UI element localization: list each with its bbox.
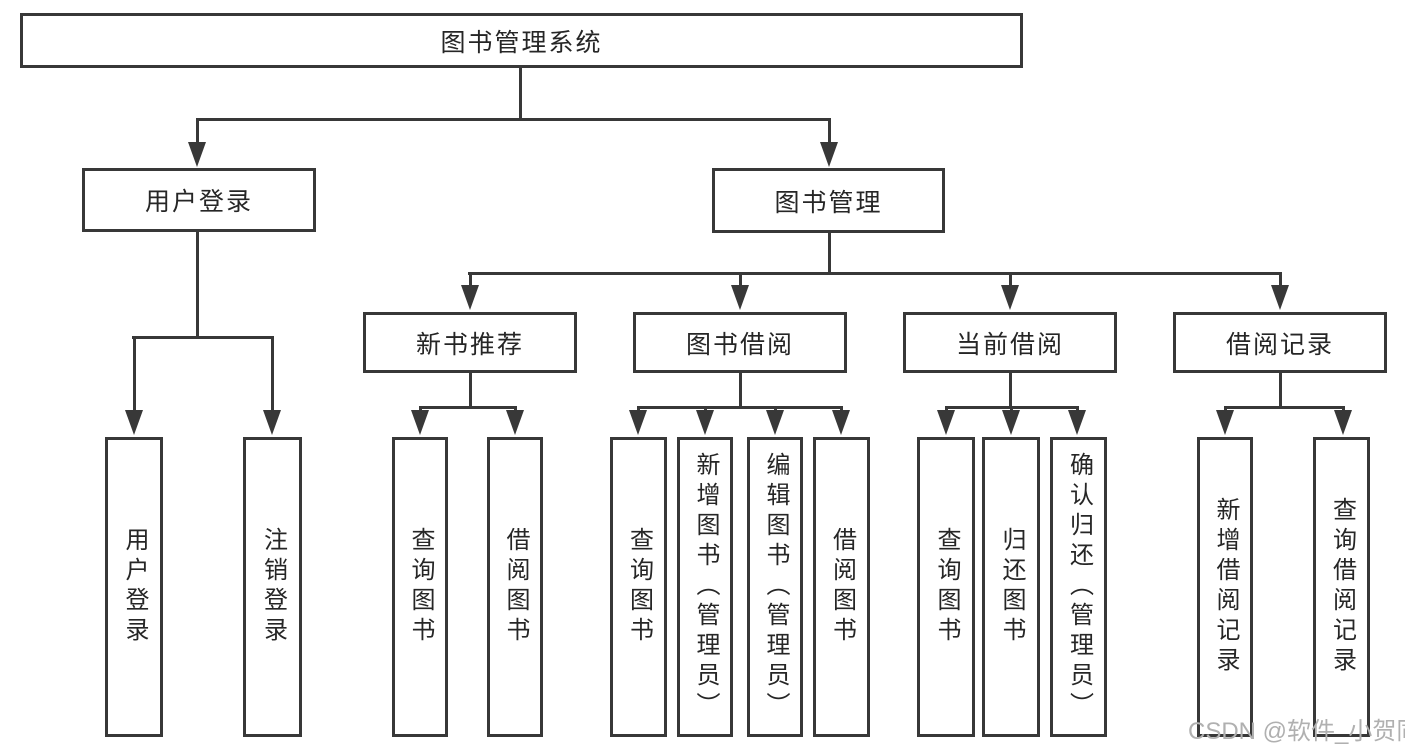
connector-drop-current-borrowing bbox=[1009, 272, 1012, 290]
node-user-login-leaf: 用户登录 bbox=[105, 437, 163, 737]
node-query-books-1: 查询图书 bbox=[392, 437, 448, 737]
node-user-login-group: 用户登录 bbox=[82, 168, 316, 232]
connector-book-borrowing-rail bbox=[637, 406, 842, 409]
node-user-login-group-label: 用户登录 bbox=[144, 188, 253, 216]
node-add-borrow-record-label: 新增借阅记录 bbox=[1212, 497, 1239, 677]
arrowhead-borrowing-records bbox=[1271, 285, 1289, 310]
node-new-book-recommend: 新书推荐 bbox=[363, 312, 577, 373]
arrowhead-return-books bbox=[1002, 410, 1020, 435]
node-borrow-books-1: 借阅图书 bbox=[487, 437, 543, 737]
arrowhead-user-login-leaf bbox=[125, 410, 143, 435]
arrowhead-query-books-3 bbox=[937, 410, 955, 435]
node-confirm-return-admin: 确认归还（管理员） bbox=[1050, 437, 1107, 737]
watermark: CSDN @软件_小贺同学 bbox=[1188, 718, 1405, 745]
node-library-system-label: 图书管理系统 bbox=[440, 28, 603, 57]
node-book-borrowing: 图书借阅 bbox=[633, 312, 847, 373]
connector-root-stem bbox=[519, 67, 522, 121]
node-add-books-admin: 新增图书（管理员） bbox=[677, 437, 733, 737]
connector-drop-book-borrowing bbox=[739, 272, 742, 290]
node-logout: 注销登录 bbox=[243, 437, 302, 737]
node-borrow-books-2: 借阅图书 bbox=[813, 437, 870, 737]
arrowhead-borrow-books-2 bbox=[832, 410, 850, 435]
arrowhead-query-books-1 bbox=[411, 410, 429, 435]
node-query-books-2: 查询图书 bbox=[610, 437, 667, 737]
node-return-books-label: 归还图书 bbox=[998, 527, 1025, 647]
node-return-books: 归还图书 bbox=[982, 437, 1040, 737]
node-book-management: 图书管理 bbox=[712, 168, 945, 233]
arrowhead-query-books-2 bbox=[629, 410, 647, 435]
connector-drop-new-book-recommend bbox=[469, 272, 472, 290]
node-current-borrowing-label: 当前借阅 bbox=[955, 330, 1064, 359]
node-edit-books-admin: 编辑图书（管理员） bbox=[747, 437, 803, 737]
arrowhead-query-borrow-record bbox=[1334, 410, 1352, 435]
arrowhead-current-borrowing bbox=[1001, 285, 1019, 310]
node-borrowing-records: 借阅记录 bbox=[1173, 312, 1387, 373]
node-borrowing-records-label: 借阅记录 bbox=[1225, 330, 1334, 359]
node-query-books-3-label: 查询图书 bbox=[933, 527, 960, 647]
node-book-borrowing-label: 图书借阅 bbox=[685, 330, 794, 359]
node-edit-books-admin-label: 编辑图书（管理员） bbox=[762, 452, 789, 722]
connector-book-management-stem bbox=[828, 233, 831, 275]
node-borrow-books-2-label: 借阅图书 bbox=[828, 527, 856, 647]
arrowhead-borrow-books-1 bbox=[506, 410, 524, 435]
arrowhead-logout bbox=[263, 410, 281, 435]
connector-level3-rail bbox=[468, 272, 1282, 275]
arrowhead-new-book-recommend bbox=[461, 285, 479, 310]
connector-current-borrowing-stem bbox=[1009, 373, 1012, 409]
node-query-borrow-record: 查询借阅记录 bbox=[1313, 437, 1370, 737]
node-confirm-return-admin-label: 确认归还（管理员） bbox=[1065, 452, 1093, 722]
node-user-login-leaf-label: 用户登录 bbox=[121, 527, 148, 647]
node-book-management-label: 图书管理 bbox=[774, 188, 883, 217]
connector-book-borrowing-stem bbox=[739, 373, 742, 409]
arrowhead-user-login bbox=[188, 142, 206, 167]
node-borrow-books-1-label: 借阅图书 bbox=[502, 527, 529, 647]
arrowhead-book-borrowing bbox=[731, 285, 749, 310]
connector-drop-book-management bbox=[828, 118, 831, 147]
connector-borrowing-records-rail bbox=[1224, 406, 1344, 409]
connector-new-book-recommend-stem bbox=[469, 373, 472, 409]
node-logout-label: 注销登录 bbox=[259, 527, 287, 647]
arrowhead-book-management bbox=[820, 142, 838, 167]
connector-new-book-recommend-rail bbox=[419, 406, 516, 409]
connector-drop-borrowing-records bbox=[1279, 272, 1282, 290]
arrowhead-add-borrow-record bbox=[1216, 410, 1234, 435]
node-current-borrowing: 当前借阅 bbox=[903, 312, 1117, 373]
connector-drop-user-login-leaf bbox=[133, 336, 136, 414]
connector-borrowing-records-stem bbox=[1279, 373, 1282, 409]
node-new-book-recommend-label: 新书推荐 bbox=[415, 330, 524, 359]
node-query-books-1-label: 查询图书 bbox=[407, 527, 434, 647]
arrowhead-confirm-return bbox=[1068, 410, 1086, 435]
node-add-borrow-record: 新增借阅记录 bbox=[1197, 437, 1253, 737]
arrowhead-edit-books bbox=[766, 410, 784, 435]
node-add-books-admin-label: 新增图书（管理员） bbox=[692, 452, 719, 722]
connector-user-login-rail bbox=[132, 336, 274, 339]
connector-drop-logout bbox=[271, 336, 274, 414]
arrowhead-add-books bbox=[696, 410, 714, 435]
node-library-system: 图书管理系统 bbox=[20, 13, 1023, 68]
node-query-books-2-label: 查询图书 bbox=[625, 527, 653, 647]
connector-user-login-stem bbox=[196, 232, 199, 339]
connector-level2-rail bbox=[196, 118, 831, 121]
connector-drop-user-login bbox=[196, 118, 199, 147]
node-query-borrow-record-label: 查询借阅记录 bbox=[1328, 497, 1356, 677]
node-query-books-3: 查询图书 bbox=[917, 437, 975, 737]
